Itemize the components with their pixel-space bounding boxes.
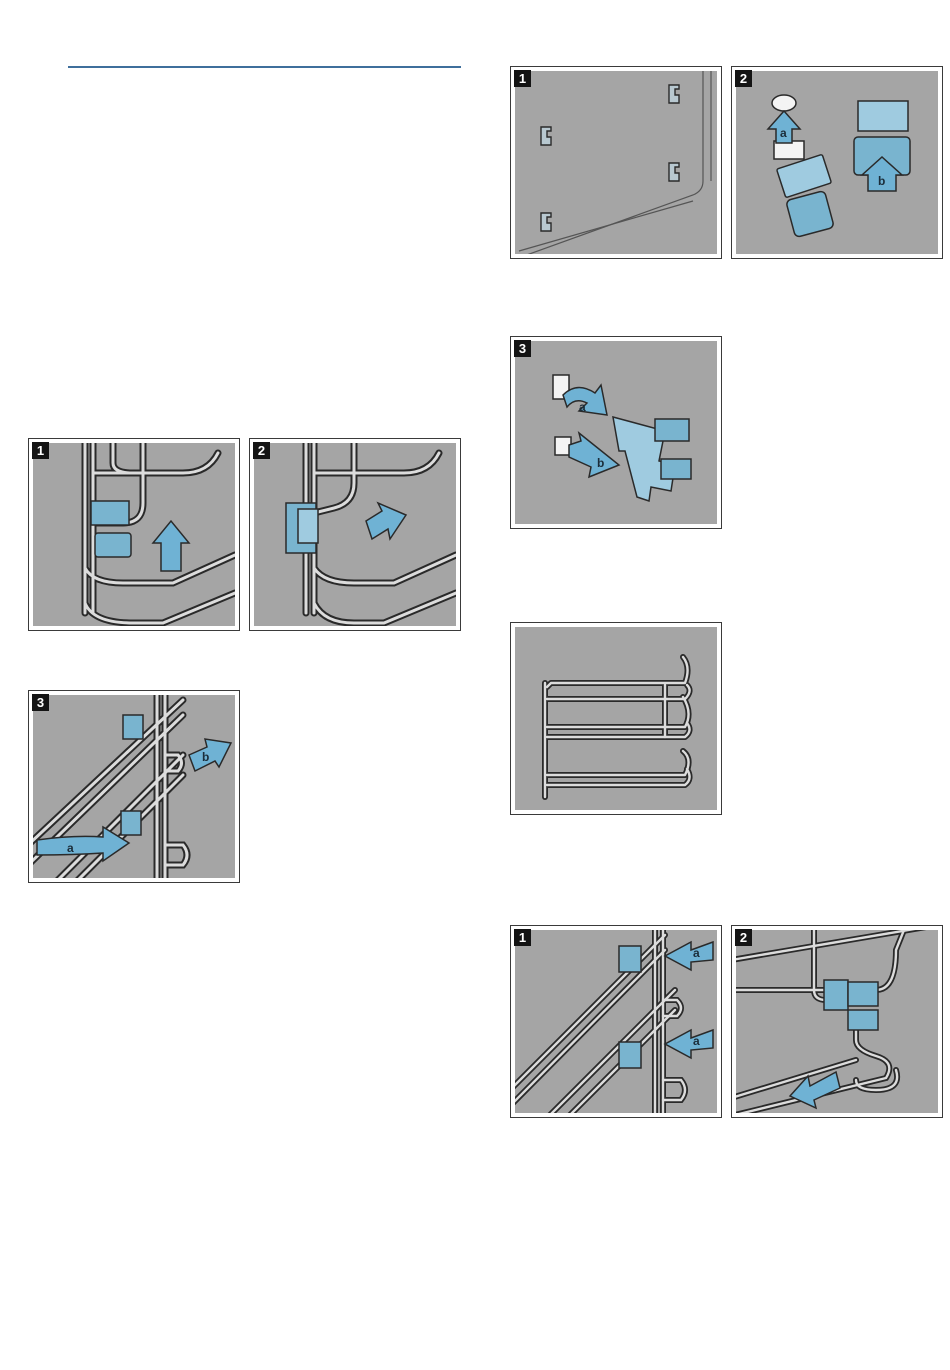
arrow-label-a: a xyxy=(693,1034,700,1048)
step-number: 3 xyxy=(514,340,531,357)
hook-insert-illustration: a b xyxy=(515,341,717,524)
rack-hook-on-illustration: a a xyxy=(515,930,717,1113)
step-number: 3 xyxy=(32,694,49,711)
hook-icon xyxy=(777,154,832,197)
arrow-b-icon xyxy=(569,433,619,477)
rack-remove-illustration xyxy=(254,443,456,626)
step-number: 2 xyxy=(735,929,752,946)
clip-icon xyxy=(91,501,129,525)
figure-right-2: 2 a b xyxy=(731,66,943,259)
section-rule xyxy=(68,66,461,68)
clip-icon xyxy=(619,946,641,972)
clip-icon xyxy=(121,811,141,835)
rack-assembly-illustration xyxy=(515,627,717,810)
arrow-label-b: b xyxy=(878,174,885,188)
arrow-a-icon xyxy=(665,1030,713,1058)
figure-left-3: 3 a b xyxy=(28,690,240,883)
rack-unhook-illustration xyxy=(33,443,235,626)
arrow-up-icon xyxy=(153,521,189,571)
figure-right-5: 1 a a xyxy=(510,925,722,1118)
cover-icon xyxy=(858,101,908,131)
arrow-label-a: a xyxy=(579,400,586,414)
figure-right-3: 3 a b xyxy=(510,336,722,529)
step-number: 1 xyxy=(514,70,531,87)
step-number: 2 xyxy=(253,442,270,459)
step-number: 2 xyxy=(735,70,752,87)
rack-push-back-illustration xyxy=(736,930,938,1113)
hook-icon xyxy=(541,127,551,145)
step-number: 1 xyxy=(32,442,49,459)
clip-icon xyxy=(123,715,143,739)
figure-right-1: 1 xyxy=(510,66,722,259)
arrow-right-icon xyxy=(366,503,406,539)
hook-icon xyxy=(669,85,679,103)
step-number: 1 xyxy=(514,929,531,946)
figure-right-4 xyxy=(510,622,722,815)
clip-icon xyxy=(619,1042,641,1068)
figure-left-1: 1 xyxy=(28,438,240,631)
arrow-label-a: a xyxy=(693,946,700,960)
figure-right-6: 2 xyxy=(731,925,943,1118)
hook-icon xyxy=(541,213,551,231)
oven-wall-hooks-illustration xyxy=(515,71,717,254)
hook-removal-illustration: a b xyxy=(736,71,938,254)
rack-slide-illustration: a b xyxy=(33,695,235,878)
arrow-label-b: b xyxy=(202,750,209,764)
figure-left-2: 2 xyxy=(249,438,461,631)
arrow-b-icon xyxy=(189,739,231,771)
hook-icon xyxy=(669,163,679,181)
arrow-label-b: b xyxy=(597,456,604,470)
arrow-label-a: a xyxy=(67,841,74,855)
clip-icon xyxy=(824,980,848,1010)
arrow-label-a: a xyxy=(780,126,787,140)
arrow-a-icon xyxy=(665,942,713,970)
